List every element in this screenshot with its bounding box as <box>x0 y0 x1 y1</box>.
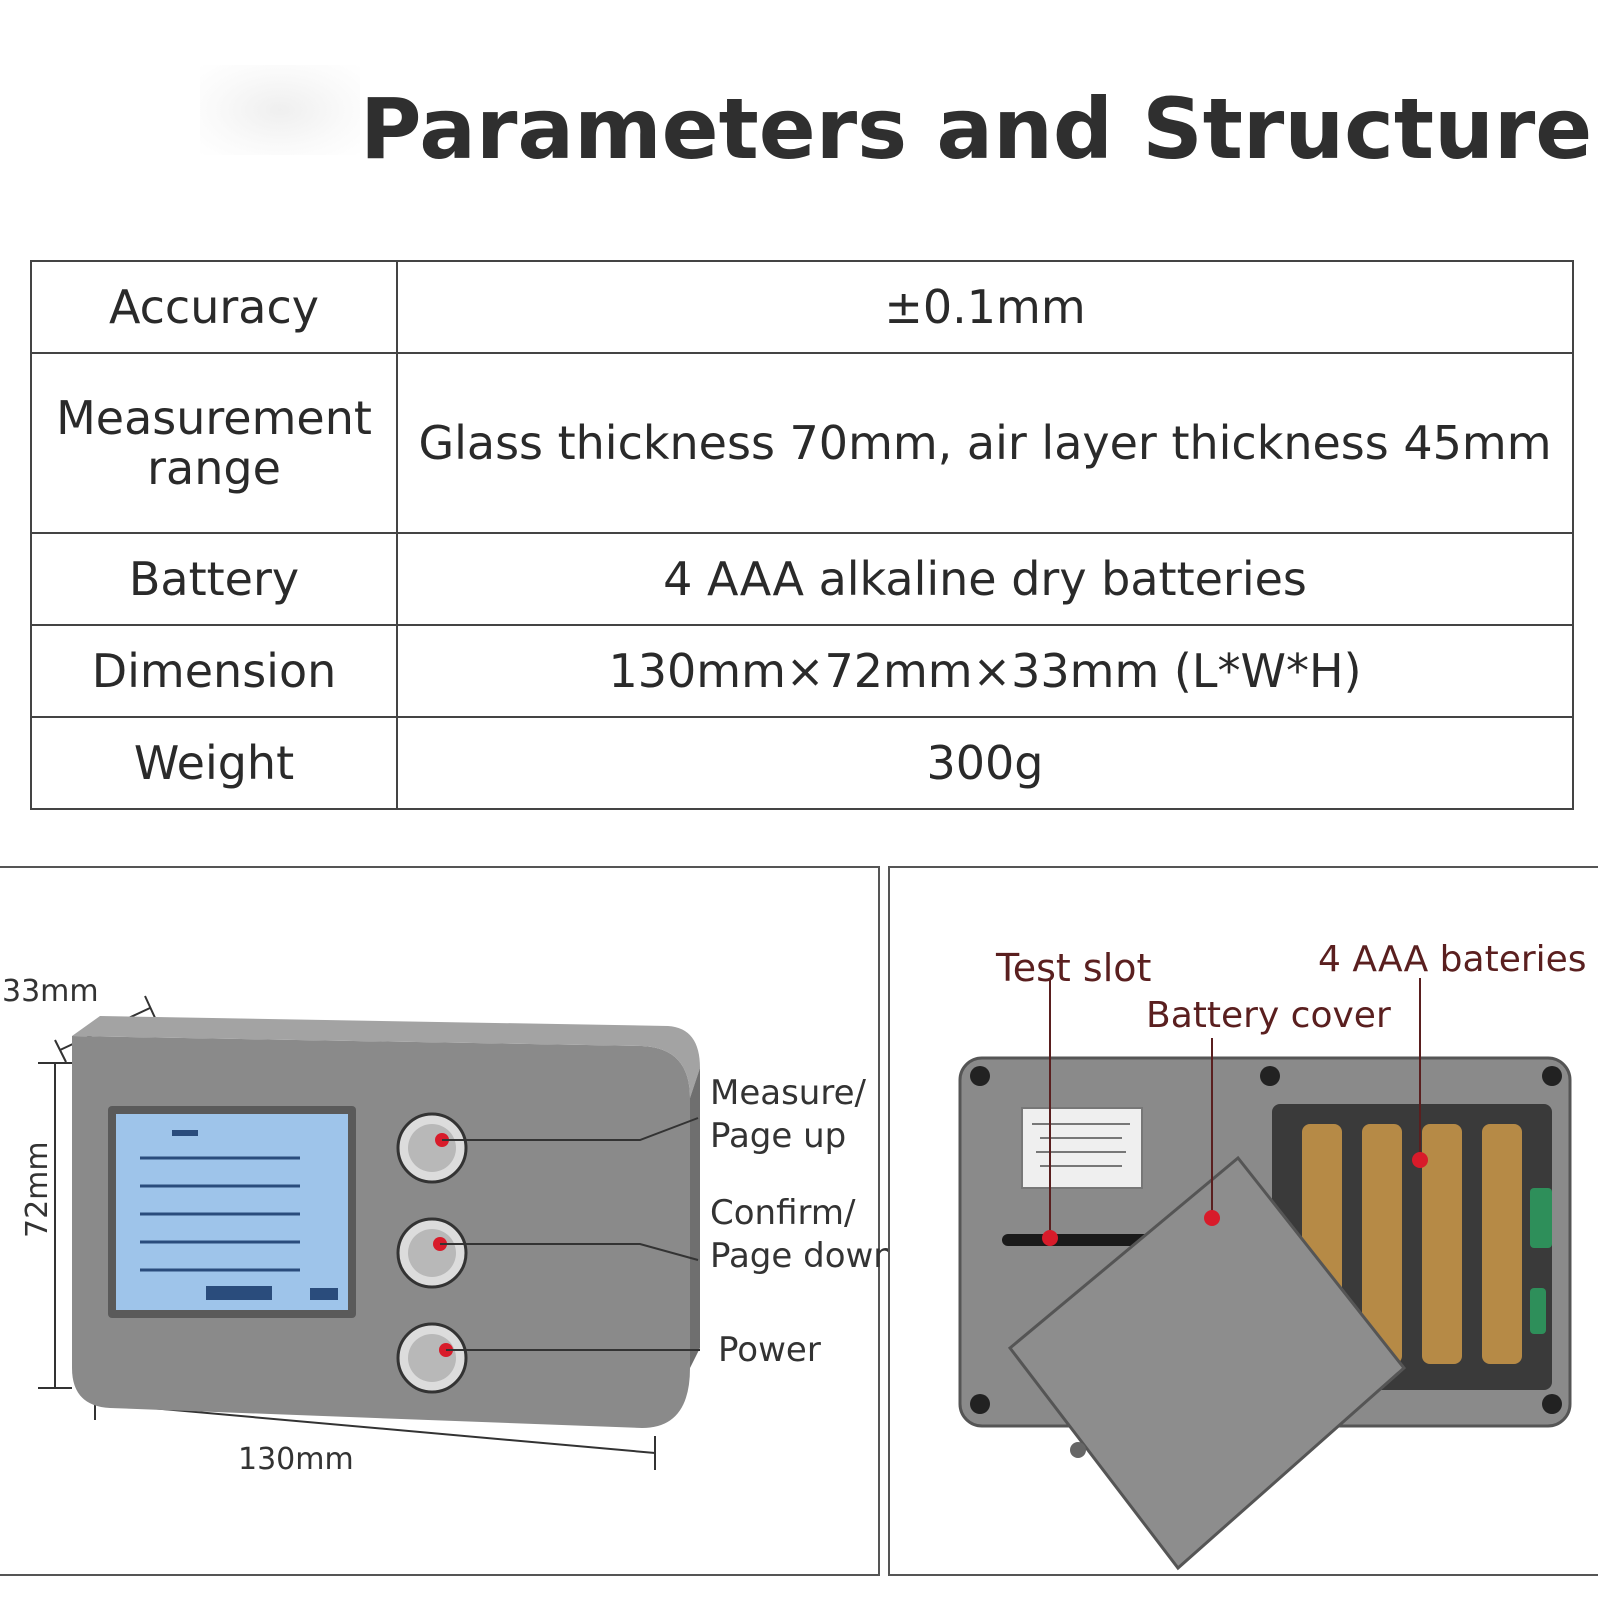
spec-value-weight: 300g <box>396 716 1574 810</box>
measure-button[interactable] <box>396 1112 468 1184</box>
spec-row-weight: Weight 300g <box>30 716 1574 810</box>
power-label: Power <box>718 1330 821 1370</box>
front-view-drawing <box>38 995 700 1470</box>
confirm-leader-line <box>440 1243 699 1261</box>
spec-value-range: Glass thickness 70mm, air layer thicknes… <box>396 351 1574 535</box>
test-slot <box>1002 1234 1152 1246</box>
front-view-panel: 33mm 72mm 130mm Measure/ Page up Confirm… <box>0 866 895 1576</box>
spec-row-dimension: Dimension 130mm×72mm×33mm (L*W*H) <box>30 624 1574 719</box>
spec-row-battery: Battery 4 AAA alkaline dry batteries <box>30 532 1574 627</box>
batteries-marker <box>1412 1152 1428 1168</box>
cover-screw-icon <box>1070 1442 1086 1458</box>
spec-label-accuracy: Accuracy <box>30 260 398 354</box>
battery-cover-marker <box>1204 1210 1220 1226</box>
page-title: Parameters and Structure <box>360 80 1593 178</box>
spec-label-range: Measurement range <box>30 351 398 535</box>
depth-label: 33mm <box>2 974 99 1009</box>
test-slot-label: Test slot <box>996 946 1152 990</box>
device-label-sticker <box>1021 1107 1143 1189</box>
spec-label-dimension: Dimension <box>30 624 398 719</box>
confirm-button[interactable] <box>396 1217 468 1289</box>
spec-value-dimension: 130mm×72mm×33mm (L*W*H) <box>396 624 1574 719</box>
spec-table: Accuracy ±0.1mm Measurement range Glass … <box>30 260 1574 810</box>
spec-value-battery: 4 AAA alkaline dry batteries <box>396 532 1574 627</box>
spec-label-range-line2: range <box>147 441 281 496</box>
confirm-label-line2: Page down <box>710 1236 895 1276</box>
battery-cover <box>1007 1155 1407 1571</box>
spec-label-range-line1: Measurement <box>56 391 372 446</box>
lcd-screen <box>108 1106 356 1318</box>
spec-row-accuracy: Accuracy ±0.1mm <box>30 260 1574 354</box>
measure-label-line2: Page up <box>710 1116 847 1156</box>
measure-label-line1: Measure/ <box>710 1073 866 1113</box>
batteries-label: 4 AAA bateries <box>1318 939 1587 980</box>
spec-row-range: Measurement range Glass thickness 70mm, … <box>30 351 1574 535</box>
battery-cover-label: Battery cover <box>1146 995 1391 1036</box>
screw-icon <box>970 1066 990 1086</box>
spec-label-battery: Battery <box>30 532 398 627</box>
back-view-drawing <box>958 978 1572 1571</box>
length-label: 130mm <box>238 1442 354 1477</box>
screw-icon <box>1260 1066 1280 1086</box>
screw-icon <box>1542 1394 1562 1414</box>
spec-value-accuracy: ±0.1mm <box>396 260 1574 354</box>
spec-label-weight: Weight <box>30 716 398 810</box>
confirm-label-line1: Confirm/ <box>710 1193 856 1233</box>
height-dimension-line <box>38 1062 72 1389</box>
screw-icon <box>970 1394 990 1414</box>
back-view-panel: Test slot 4 AAA bateries Battery cover <box>888 866 1598 1576</box>
test-slot-marker <box>1042 1230 1058 1246</box>
power-button[interactable] <box>396 1322 468 1394</box>
measure-leader-line <box>442 1117 699 1141</box>
faint-smudge <box>200 65 360 155</box>
screw-icon <box>1542 1066 1562 1086</box>
height-label: 72mm <box>20 1141 55 1238</box>
